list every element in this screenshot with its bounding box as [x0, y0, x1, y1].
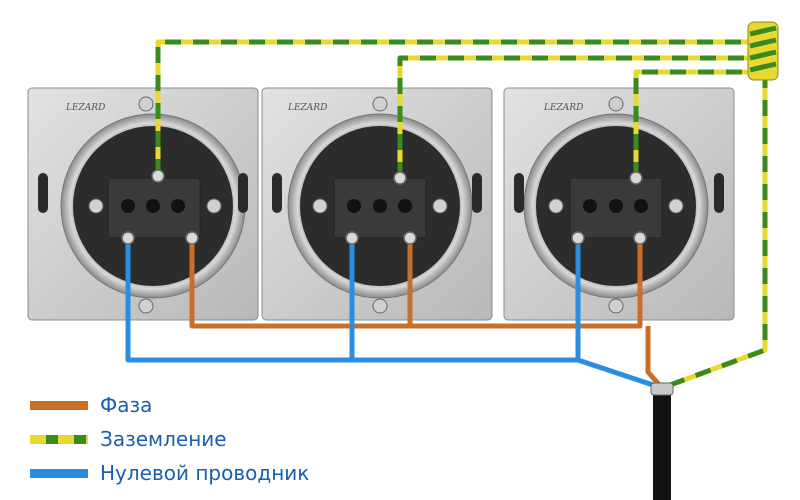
- screw-icon: [88, 198, 104, 214]
- neutral-wires: [125, 238, 663, 391]
- brand-label: LEZARD: [287, 103, 327, 113]
- mount-slot: [514, 173, 524, 213]
- screw-icon: [121, 231, 135, 245]
- brand-label: LEZARD: [543, 103, 583, 113]
- mount-slot: [238, 173, 248, 213]
- mount-slot: [272, 173, 282, 213]
- screw-icon: [185, 231, 199, 245]
- phase-wire-main: [645, 326, 664, 390]
- main-cable: [650, 382, 674, 500]
- socket-frames: LEZARD LEZARD: [27, 87, 735, 321]
- legend-item-phase: Фаза: [30, 388, 360, 422]
- screw-icon: [432, 198, 448, 214]
- screw-icon: [372, 298, 388, 314]
- phase-wire-loop: [189, 238, 413, 329]
- terminal-hole: [121, 199, 135, 213]
- terminal-hole: [634, 199, 648, 213]
- ground-wire-3: [633, 69, 760, 178]
- screw-icon: [312, 198, 328, 214]
- terminal-hole: [398, 199, 412, 213]
- terminal-hole: [347, 199, 361, 213]
- terminal-hole: [146, 199, 160, 213]
- legend-swatch-ground: [30, 434, 88, 444]
- socket-2: LEZARD: [261, 87, 493, 321]
- terminal-screws: [121, 169, 647, 245]
- screw-icon: [608, 96, 624, 112]
- ground-wire-2: [397, 55, 760, 178]
- legend-swatch-neutral: [30, 468, 88, 478]
- brand-label: LEZARD: [65, 103, 105, 113]
- legend-label: Заземление: [100, 427, 227, 451]
- screw-icon: [548, 198, 564, 214]
- screw-icon: [372, 96, 388, 112]
- screw-icon: [403, 231, 417, 245]
- terminal-hole: [583, 199, 597, 213]
- legend-label: Нулевой проводник: [100, 461, 310, 485]
- neutral-wire-loop: [125, 238, 355, 363]
- mount-slot: [38, 173, 48, 213]
- screw-icon: [206, 198, 222, 214]
- screw-icon: [138, 96, 154, 112]
- screw-icon: [345, 231, 359, 245]
- mount-slot: [472, 173, 482, 213]
- legend-item-neutral: Нулевой проводник: [30, 456, 360, 490]
- ground-clamp: [747, 21, 779, 81]
- terminal-hole: [373, 199, 387, 213]
- legend-swatch-phase: [30, 400, 88, 410]
- terminal-hole: [171, 199, 185, 213]
- screw-icon: [608, 298, 624, 314]
- ground-wire-main: [661, 72, 768, 391]
- screw-icon: [633, 231, 647, 245]
- neutral-wire-main: [577, 357, 663, 391]
- screw-icon: [668, 198, 684, 214]
- socket-3: LEZARD: [503, 87, 735, 321]
- mount-slot: [714, 173, 724, 213]
- screw-icon: [629, 171, 643, 185]
- legend-label: Фаза: [100, 393, 153, 417]
- terminal-hole: [609, 199, 623, 213]
- ground-wires: [155, 39, 768, 391]
- screw-icon: [138, 298, 154, 314]
- ground-wire-1: [155, 39, 760, 175]
- legend-item-ground: Заземление: [30, 422, 360, 456]
- socket-1: LEZARD: [27, 87, 259, 321]
- screw-icon: [571, 231, 585, 245]
- screw-icon: [393, 171, 407, 185]
- phase-wire-loop: [410, 238, 643, 329]
- legend: Фаза Заземление Нулевой проводник: [30, 388, 360, 490]
- screw-icon: [151, 169, 165, 183]
